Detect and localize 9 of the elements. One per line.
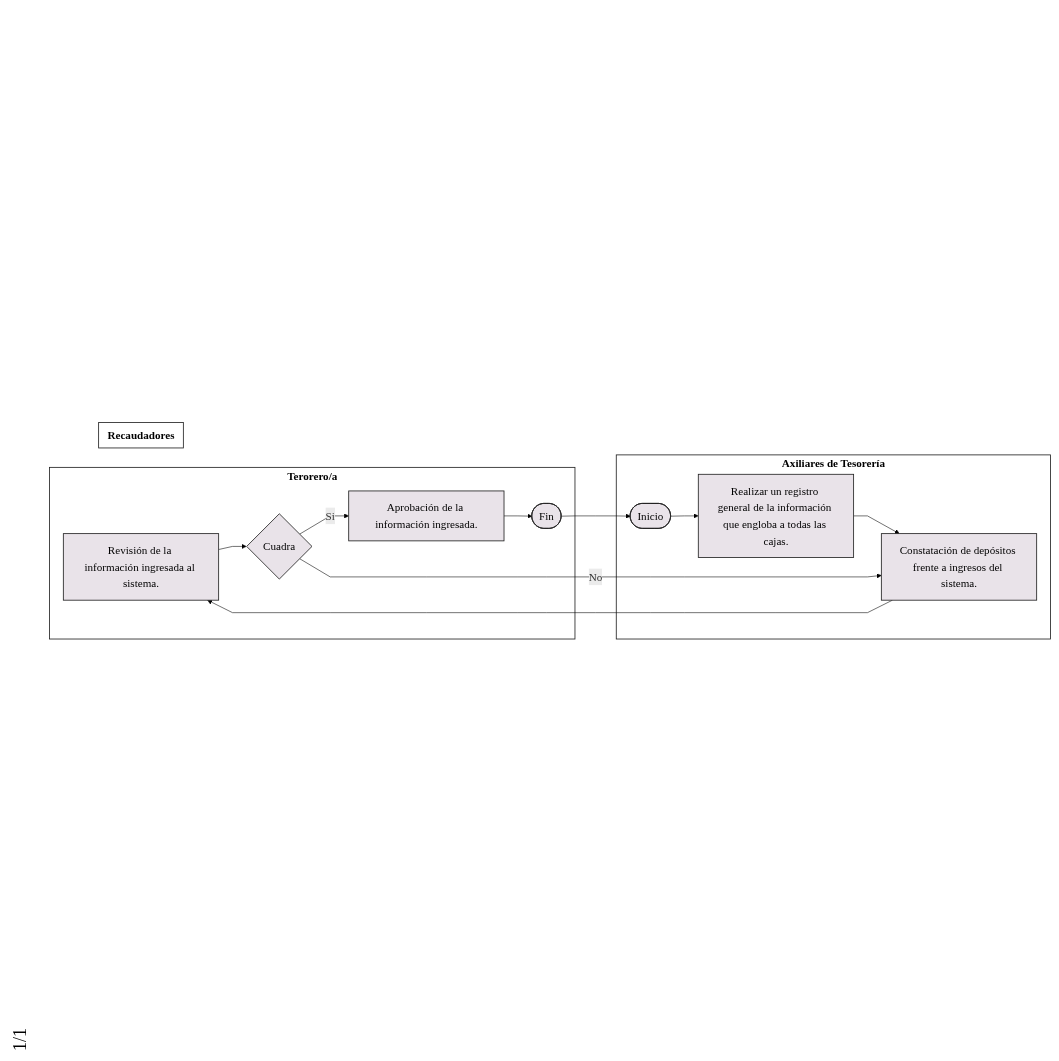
node-box: Realizar un registro general de la información que engloba a todas las cajas. <box>697 473 854 558</box>
edge-label: Si <box>325 509 335 522</box>
node-diamond: Cuadra <box>245 513 312 580</box>
edge-label: No <box>588 570 602 583</box>
node-box: Aprobación de la información ingresada. <box>347 490 504 542</box>
page-number: 1/1 <box>9 1028 31 1051</box>
node-box: Recaudadores <box>97 421 184 449</box>
node-box: Constatación de depósitos frente a ingresos del sistema. <box>880 532 1037 601</box>
node-box: Revisión de la información ingresada al sistema. <box>62 532 219 601</box>
